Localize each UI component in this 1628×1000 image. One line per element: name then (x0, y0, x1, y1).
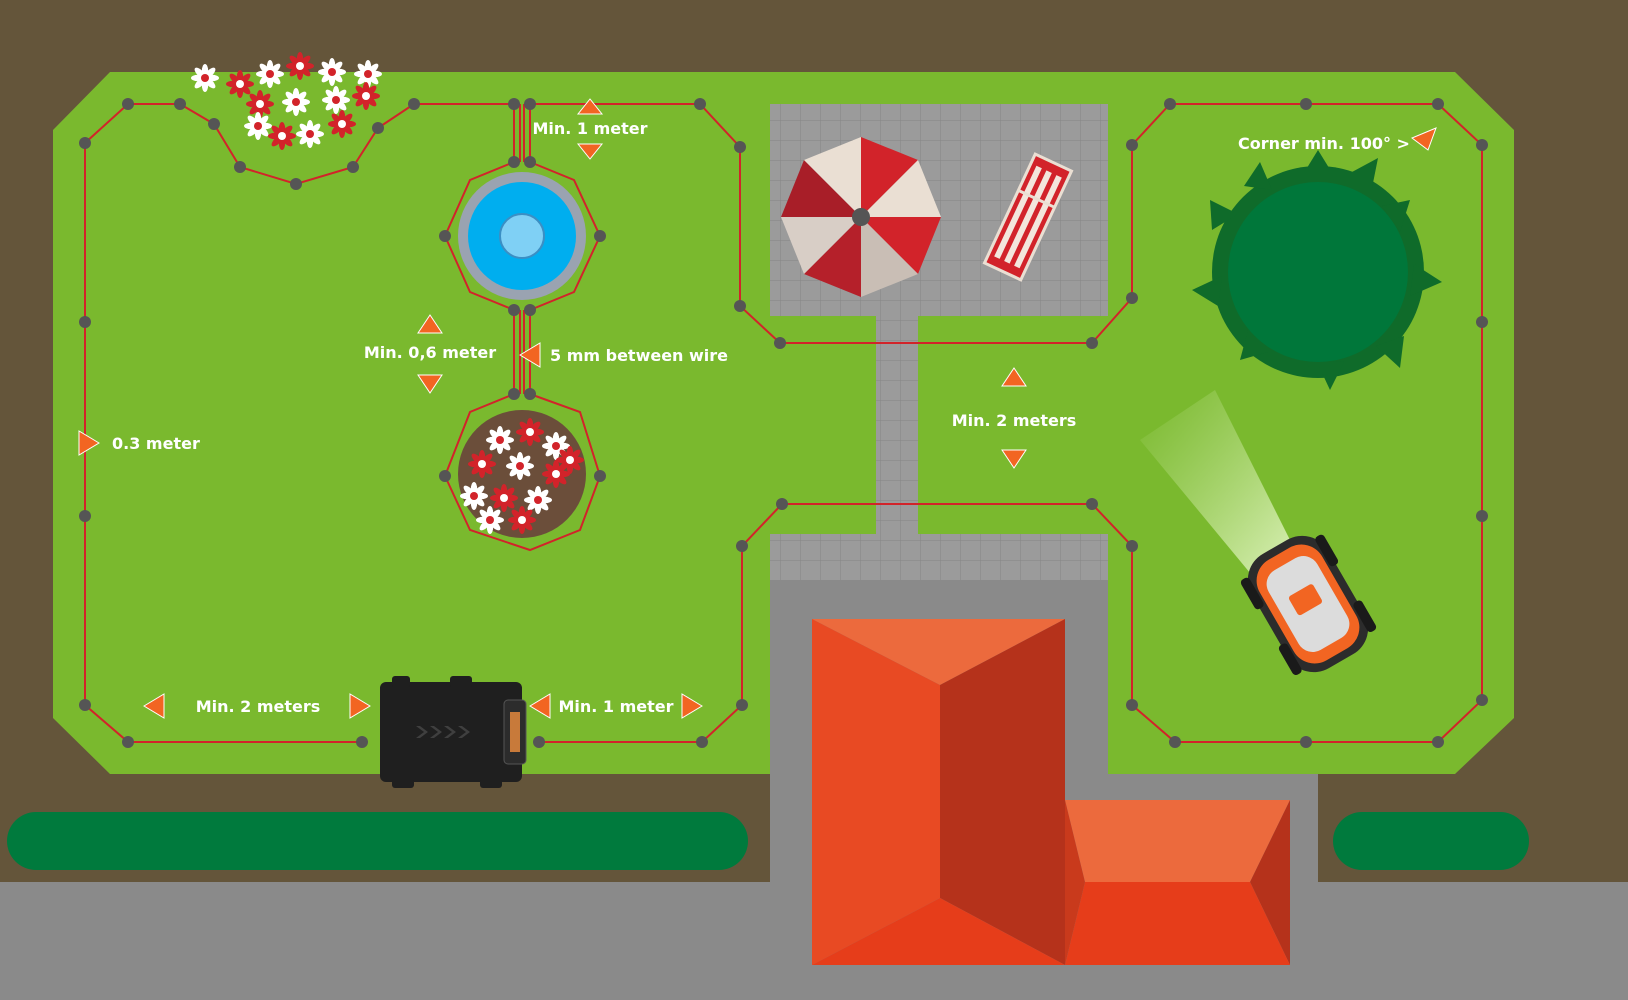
arrow-right-icon (349, 693, 371, 719)
parasol (781, 137, 941, 297)
label-edge-0-3-meter: 0.3 meter (112, 434, 200, 453)
dimension-arrows (78, 98, 1437, 719)
arrow-down-icon (576, 143, 604, 160)
arrow-right-icon (78, 430, 100, 456)
hedge-right (1333, 812, 1529, 870)
arrow-right-icon (681, 693, 703, 719)
arrow-up-icon (576, 98, 604, 115)
tree (1192, 150, 1442, 390)
arrow-up-icon (1001, 367, 1027, 387)
mower-sensor-beam (1140, 390, 1300, 585)
arrow-down-icon (417, 374, 443, 394)
house-roof (812, 619, 1290, 965)
charging-station (380, 676, 527, 788)
label-wire-gap: 5 mm between wire (550, 346, 728, 365)
flower-bed-round (458, 410, 586, 538)
garden-path (876, 316, 918, 538)
label-min-2-meters-mid: Min. 2 meters (952, 411, 1077, 430)
wire-pegs (79, 98, 1488, 748)
arrow-left-icon (143, 693, 165, 719)
arrow-down-icon (1001, 449, 1027, 469)
fountain (458, 172, 586, 300)
label-min-1-meter-top: Min. 1 meter (532, 119, 647, 138)
arrow-left-icon (529, 693, 551, 719)
corner-arrow-icon (1411, 127, 1437, 151)
lawn (53, 72, 1514, 774)
sun-lounger (982, 152, 1074, 282)
label-min-1-meter-bottom: Min. 1 meter (558, 697, 673, 716)
label-corner-min: Corner min. 100° > (1238, 134, 1410, 153)
arrow-up-icon (417, 314, 443, 334)
entrance-paving (770, 534, 1108, 580)
label-min-0-6-meter: Min. 0,6 meter (364, 343, 496, 362)
hedge-left (7, 812, 748, 870)
label-min-2-meters-bottom: Min. 2 meters (196, 697, 321, 716)
arrow-left-icon (519, 342, 541, 368)
robotic-mower (1240, 534, 1377, 676)
